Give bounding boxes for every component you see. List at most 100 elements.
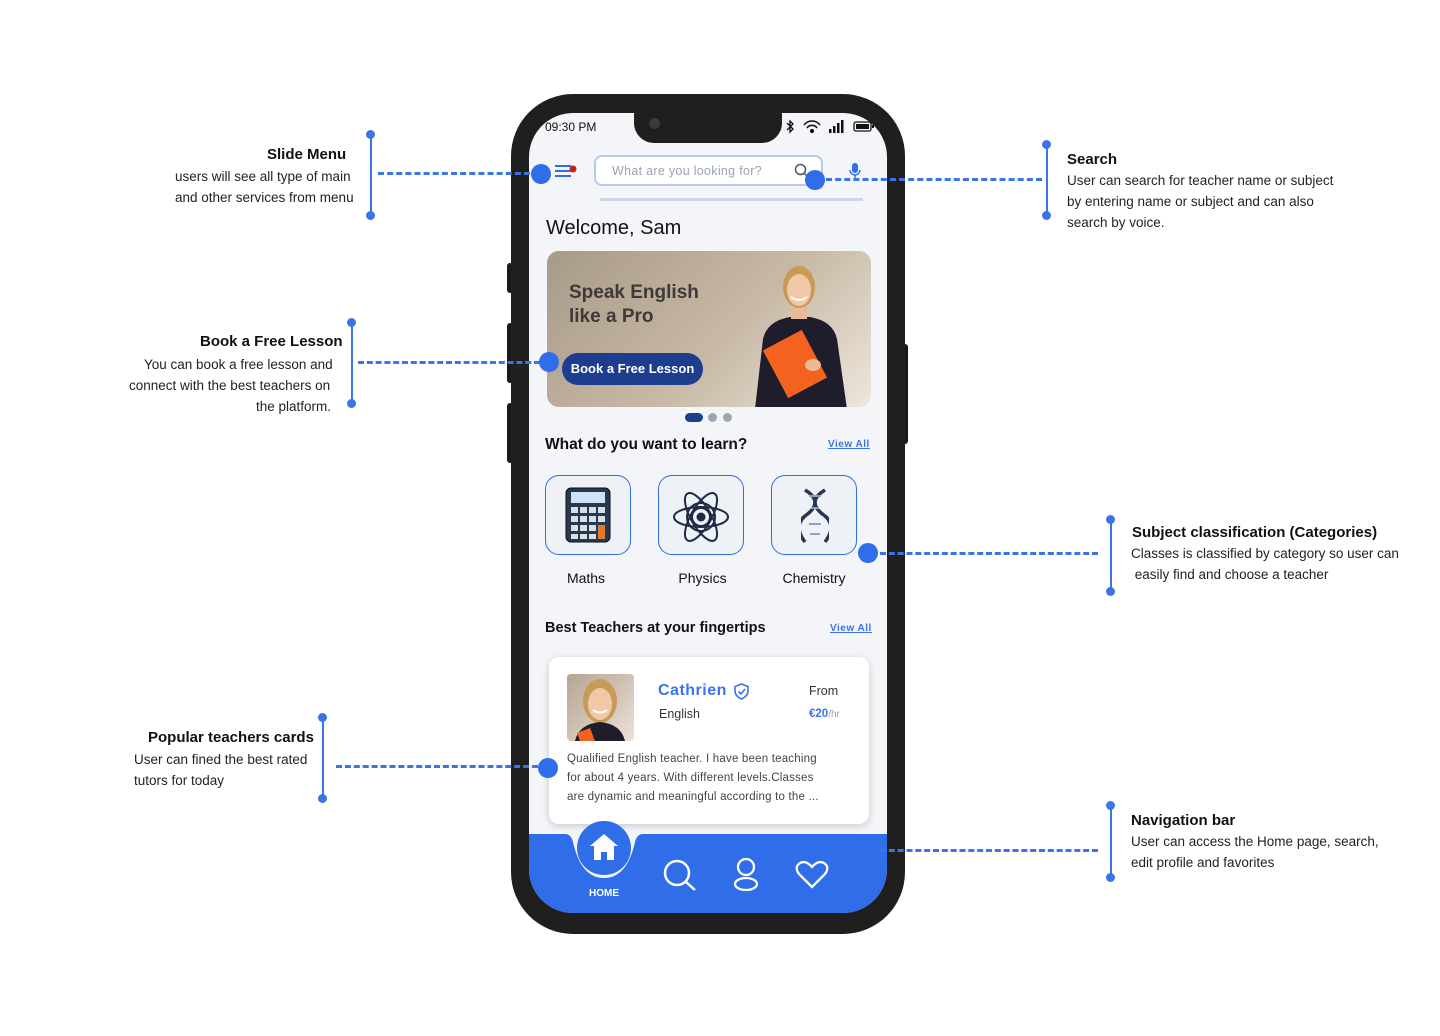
annotation-line: users will see all type of main bbox=[175, 169, 351, 184]
callout-marker-teacher-card bbox=[538, 758, 558, 778]
bracket-dot bbox=[347, 399, 356, 408]
learn-section-title: What do you want to learn? bbox=[545, 436, 748, 453]
nav-home-label[interactable]: HOME bbox=[589, 888, 619, 899]
price-from-label: From bbox=[809, 684, 839, 698]
annotation-line: connect with the best teachers on bbox=[129, 378, 331, 393]
callout-marker-search bbox=[805, 170, 825, 190]
nav-home-button[interactable] bbox=[577, 821, 631, 875]
phone-side-button bbox=[507, 323, 513, 383]
connector-line bbox=[880, 849, 1098, 852]
teacher-avatar bbox=[567, 674, 634, 741]
callout-marker-banner bbox=[539, 352, 559, 372]
carousel-dot[interactable] bbox=[723, 413, 732, 422]
connector-line bbox=[336, 765, 538, 768]
battery-icon bbox=[853, 121, 874, 132]
microphone-icon[interactable] bbox=[849, 162, 861, 180]
annotation-line: the platform. bbox=[256, 399, 332, 414]
callout-marker-menu bbox=[531, 164, 551, 184]
welcome-heading: Welcome, Sam bbox=[546, 217, 682, 239]
annotation-line: search by voice. bbox=[1067, 215, 1165, 230]
book-free-lesson-button[interactable]: Book a Free Lesson bbox=[562, 353, 703, 385]
learn-view-all-link[interactable]: View All bbox=[828, 439, 870, 450]
price-unit: /hr bbox=[828, 709, 840, 720]
callout-marker-navbar bbox=[858, 841, 878, 861]
annotation-title: Book a Free Lesson bbox=[200, 333, 343, 350]
annotation-line: tutors for today bbox=[134, 773, 225, 788]
atom-icon bbox=[673, 492, 729, 542]
teacher-description-line: for about 4 years. With different levels… bbox=[567, 772, 814, 784]
teacher-illustration bbox=[755, 266, 847, 407]
annotation-line: easily find and choose a teacher bbox=[1131, 567, 1329, 582]
category-label: Chemistry bbox=[782, 570, 846, 586]
category-card-physics[interactable] bbox=[658, 475, 744, 555]
search-icon[interactable] bbox=[662, 859, 698, 891]
signal-icon bbox=[829, 120, 844, 133]
teachers-view-all-link[interactable]: View All bbox=[830, 623, 872, 634]
menu-icon bbox=[555, 165, 577, 177]
phone-side-button bbox=[507, 403, 513, 463]
annotation-title: Subject classification (Categories) bbox=[1132, 524, 1378, 541]
phone-notch bbox=[634, 113, 782, 143]
menu-button[interactable] bbox=[555, 164, 579, 185]
bracket-line bbox=[351, 322, 353, 404]
promo-banner[interactable]: Speak English like a Pro Book a Free Les… bbox=[547, 251, 871, 407]
carousel-dot[interactable] bbox=[708, 413, 717, 422]
banner-title-line2: like a Pro bbox=[569, 306, 654, 327]
teacher-card[interactable]: Cathrien English From €20/hr Qualified E… bbox=[549, 657, 869, 824]
bracket-line bbox=[1110, 519, 1112, 591]
verified-badge-icon bbox=[734, 683, 749, 700]
teacher-subject: English bbox=[659, 707, 700, 721]
bracket-dot bbox=[318, 794, 327, 803]
teachers-section-title: Best Teachers at your fingertips bbox=[545, 620, 766, 636]
bracket-dot bbox=[1106, 801, 1115, 810]
bracket-dot bbox=[318, 713, 327, 722]
calculator-icon bbox=[565, 487, 611, 543]
annotation-line: Classes is classified by category so use… bbox=[1131, 546, 1399, 561]
status-icons-svg bbox=[786, 119, 874, 134]
teacher-name[interactable]: Cathrien bbox=[658, 682, 727, 699]
bracket-line bbox=[1046, 144, 1048, 216]
callout-marker-categories bbox=[858, 543, 878, 563]
notification-dot bbox=[569, 165, 577, 173]
carousel-dot-active[interactable] bbox=[685, 413, 703, 422]
wifi-icon bbox=[803, 120, 821, 134]
connector-line bbox=[826, 178, 1042, 181]
phone-power-button bbox=[902, 344, 908, 444]
annotation-line: User can access the Home page, search, bbox=[1131, 834, 1379, 849]
teacher-photo bbox=[575, 679, 625, 741]
bottom-nav-bar bbox=[529, 834, 887, 913]
category-card-maths[interactable] bbox=[545, 475, 631, 555]
connector-line bbox=[378, 172, 530, 175]
heart-icon[interactable] bbox=[795, 860, 829, 890]
category-label: Physics bbox=[678, 570, 727, 586]
category-card-chemistry[interactable] bbox=[771, 475, 857, 555]
search-input[interactable]: What are you looking for? bbox=[612, 164, 762, 178]
annotation-line: User can search for teacher name or subj… bbox=[1067, 173, 1334, 188]
annotation-line: by entering name or subject and can also bbox=[1067, 194, 1314, 209]
annotation-title: Slide Menu bbox=[267, 146, 347, 163]
camera bbox=[649, 118, 660, 129]
teacher-price: €20/hr bbox=[809, 704, 840, 722]
bracket-line bbox=[1110, 805, 1112, 877]
bracket-dot bbox=[1106, 587, 1115, 596]
status-icons bbox=[785, 119, 875, 140]
connector-line bbox=[358, 361, 540, 364]
search-bar[interactable]: What are you looking for? bbox=[594, 155, 823, 186]
profile-icon[interactable] bbox=[733, 857, 759, 891]
annotation-line: and other services from menu bbox=[175, 190, 354, 205]
teacher-description-line: Qualified English teacher. I have been t… bbox=[567, 753, 817, 765]
category-label: Maths bbox=[566, 570, 606, 586]
home-icon bbox=[590, 834, 618, 860]
price-value: €20 bbox=[809, 708, 829, 720]
banner-title-line1: Speak English bbox=[569, 282, 699, 303]
bluetooth-icon bbox=[786, 119, 794, 134]
connector-line bbox=[880, 552, 1098, 555]
bracket-dot bbox=[366, 130, 375, 139]
teacher-description-line: are dynamic and meaningful according to … bbox=[567, 791, 819, 803]
bracket-line bbox=[322, 717, 324, 798]
annotation-title: Search bbox=[1067, 151, 1118, 168]
annotation-title: Popular teachers cards bbox=[148, 729, 314, 746]
nav-bar-shape bbox=[529, 834, 887, 913]
bracket-line bbox=[370, 134, 372, 215]
annotation-line: You can book a free lesson and bbox=[144, 357, 333, 372]
